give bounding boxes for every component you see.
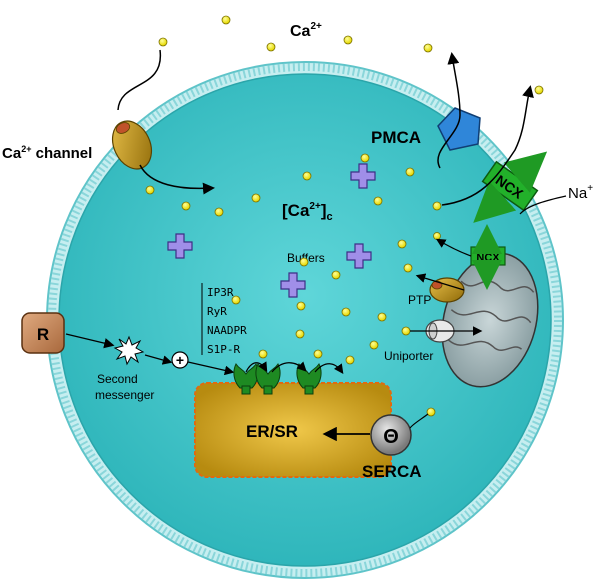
er-release-arrow-2 <box>271 361 307 373</box>
extracellular-ions <box>158 15 544 95</box>
buffers-label: Buffers <box>287 251 325 265</box>
second-messenger-starburst-icon <box>113 335 145 366</box>
ncx-na-influx <box>519 195 567 215</box>
er-channel-1-icon <box>233 363 259 395</box>
channel-s1pr-label: S1P-R <box>207 343 240 356</box>
pmca-efflux-path <box>437 52 461 169</box>
er-sr-label: ER/SR <box>246 422 298 441</box>
ca-top-label: Ca2+ <box>290 21 322 40</box>
svg-text:Θ: Θ <box>383 426 399 448</box>
er-release-arrow-3 <box>314 363 344 374</box>
receptor-to-messenger-arrow <box>65 333 115 349</box>
serca-uptake-path <box>409 413 429 429</box>
receptor-r-label: R <box>37 325 49 344</box>
ncx-arrow-out <box>503 151 548 193</box>
buffer-plus-icon-4 <box>280 272 306 298</box>
ptp-label: PTP <box>408 293 431 307</box>
messenger-arrow <box>144 354 173 365</box>
ptp-efflux-arrow <box>415 273 465 291</box>
mito-ncx-label: NCX <box>476 252 500 264</box>
serca-label: SERCA <box>362 462 422 481</box>
second-messenger-label-line1: Second <box>97 372 138 386</box>
pmca-label: PMCA <box>371 128 421 147</box>
ncx-arrow-in <box>473 181 517 223</box>
ca-channel-barrel-icon <box>111 120 153 170</box>
channel-ryr-label: RyR <box>207 305 227 318</box>
cell-membrane-dots <box>48 63 562 577</box>
buffer-plus-icon-3 <box>346 243 372 269</box>
second-messenger-label-line2: messenger <box>95 388 154 402</box>
mito-ncx-box-icon: NCX <box>470 246 506 266</box>
uniporter-label: Uniporter <box>384 349 433 363</box>
ncx-ca-efflux <box>441 85 534 206</box>
svg-text:+: + <box>176 352 184 368</box>
cytosolic-ions <box>145 153 442 417</box>
na-label: Na+ <box>568 183 593 202</box>
ca-channel-label: Ca2+ channel <box>2 144 92 162</box>
mitochondrion <box>441 252 539 388</box>
channel-ip3r-label: IP3R <box>207 286 234 299</box>
buffer-plus-icon-2 <box>167 233 193 259</box>
ca-influx-path <box>117 49 212 188</box>
ptp-barrel-icon <box>429 277 465 303</box>
receptor-r-box: R <box>21 312 65 354</box>
channel-naadpr-label: NAADPR <box>207 324 247 337</box>
er-release-arrow-1 <box>245 361 268 373</box>
buffer-plus-icon-1 <box>350 163 376 189</box>
plus-to-channel-arrow <box>187 361 235 376</box>
cytosolic-ca-label: [Ca2+]c <box>282 201 333 223</box>
serca-theta-pump-icon: Θ <box>370 414 412 456</box>
mito-ncx-efflux-arrow <box>435 238 472 257</box>
activation-plus-icon: + <box>171 351 189 369</box>
